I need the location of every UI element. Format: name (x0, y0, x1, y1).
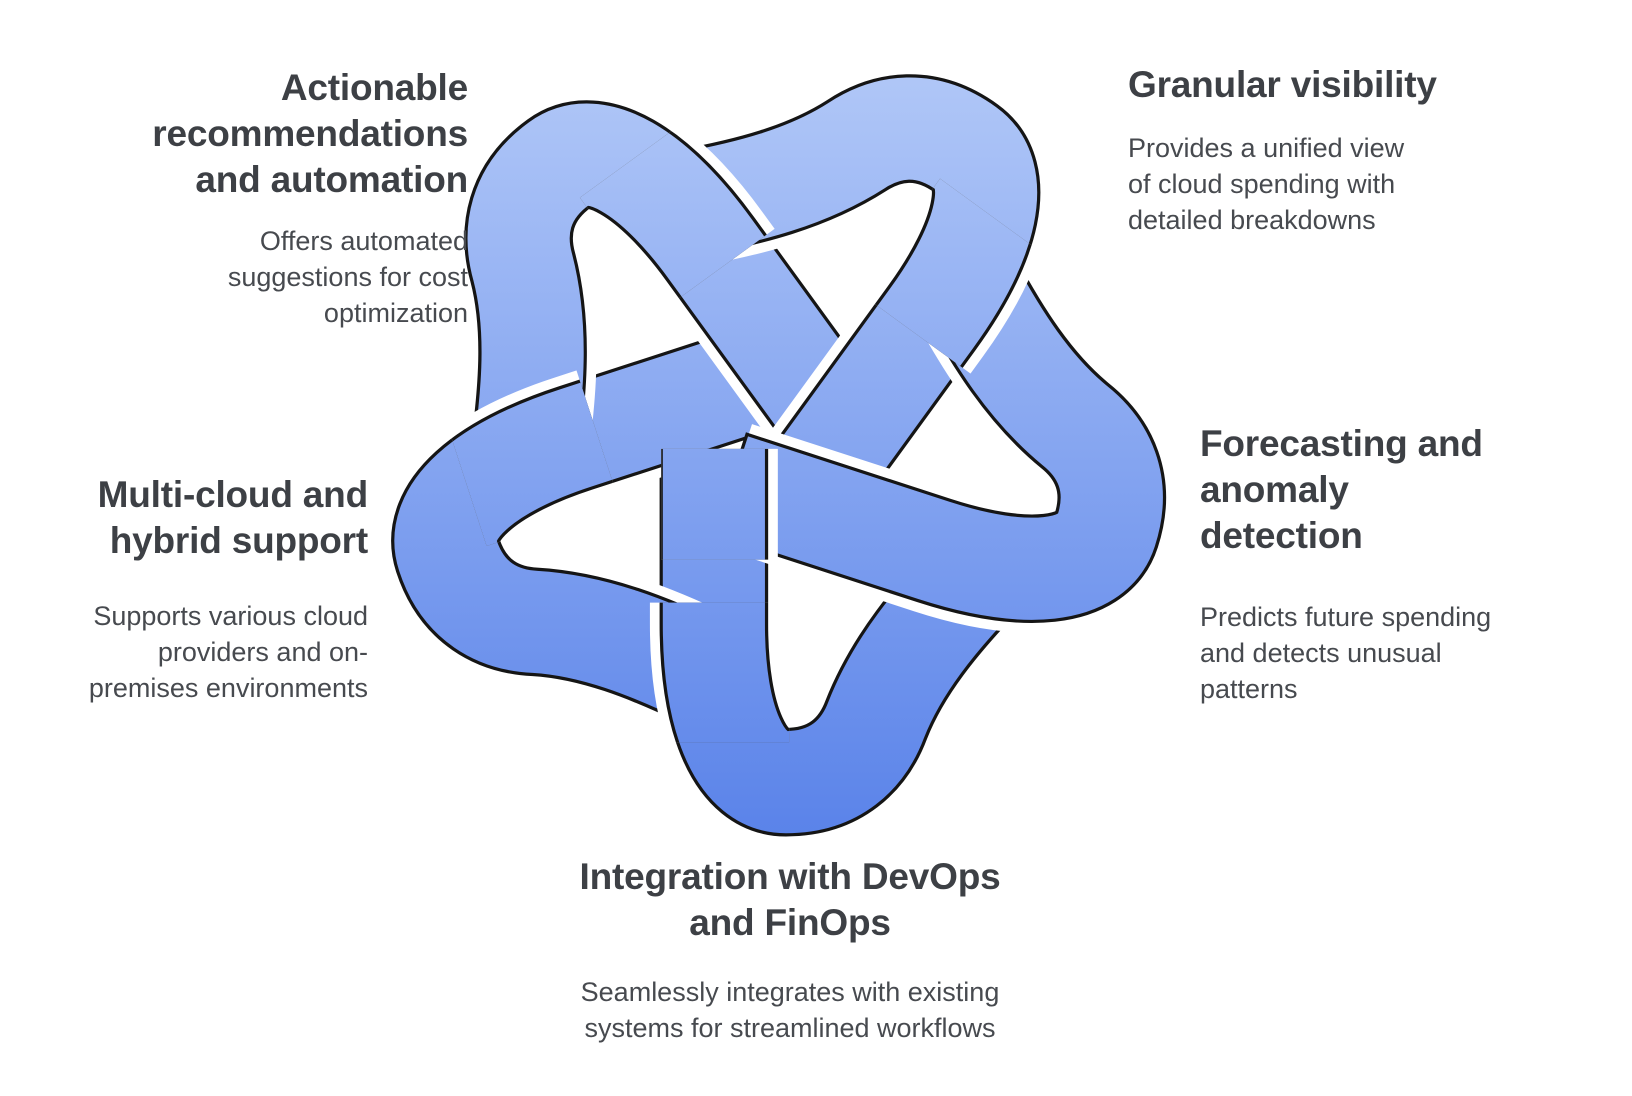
feature-description: Offers automated suggestions for cost op… (60, 223, 468, 331)
feature-desc-line: optimization (323, 298, 468, 328)
feature-desc-line: systems for streamlined workflows (584, 1013, 996, 1043)
feature-desc-line: suggestions for cost (227, 262, 468, 292)
feature-title: Multi-cloud and hybrid support (30, 472, 369, 564)
feature-title-line: Actionable (280, 67, 468, 108)
feature-title-line: Integration with DevOps (579, 856, 1001, 897)
feature-integration-devops-finops: Integration with DevOps and FinOps Seaml… (450, 854, 1130, 1046)
feature-title-line: Granular visibility (1128, 64, 1437, 105)
feature-desc-line: of cloud spending with (1128, 169, 1396, 199)
feature-actionable-recommendations: Actionable recommendations and automatio… (60, 65, 468, 331)
feature-title-line: Multi-cloud and (97, 474, 369, 515)
feature-description: Predicts future spending and detects unu… (1200, 599, 1540, 707)
feature-desc-line: Supports various cloud (93, 601, 368, 631)
feature-title-line: and automation (195, 159, 468, 200)
feature-title: Forecasting and anomaly detection (1200, 421, 1540, 559)
feature-desc-line: providers and on- (157, 637, 368, 667)
feature-description: Supports various cloud providers and on-… (30, 598, 368, 706)
feature-title: Actionable recommendations and automatio… (60, 65, 468, 203)
feature-desc-line: Seamlessly integrates with existing (580, 977, 1000, 1007)
feature-forecasting-anomaly-detection: Forecasting and anomaly detection Predic… (1200, 421, 1540, 707)
feature-granular-visibility: Granular visibility Provides a unified v… (1128, 62, 1568, 238)
feature-title: Integration with DevOps and FinOps (450, 854, 1130, 946)
feature-title-line: hybrid support (109, 520, 368, 561)
feature-desc-line: patterns (1200, 674, 1298, 704)
feature-multi-cloud-hybrid-support: Multi-cloud and hybrid support Supports … (30, 472, 368, 706)
feature-desc-line: detailed breakdowns (1128, 205, 1376, 235)
feature-title-line: recommendations (152, 113, 468, 154)
feature-desc-line: Offers automated (259, 226, 468, 256)
feature-title: Granular visibility (1128, 62, 1568, 108)
feature-desc-line: Predicts future spending (1200, 602, 1492, 632)
feature-desc-line: and detects unusual (1200, 638, 1442, 668)
feature-title-line: and FinOps (689, 902, 891, 943)
feature-title-line: anomaly (1200, 469, 1349, 510)
feature-description: Provides a unified view of cloud spendin… (1128, 130, 1568, 238)
feature-desc-line: Provides a unified view (1128, 133, 1405, 163)
feature-description: Seamlessly integrates with existing syst… (450, 974, 1130, 1046)
feature-desc-line: premises environments (88, 673, 368, 703)
feature-title-line: detection (1200, 515, 1363, 556)
feature-title-line: Forecasting and (1200, 423, 1483, 464)
